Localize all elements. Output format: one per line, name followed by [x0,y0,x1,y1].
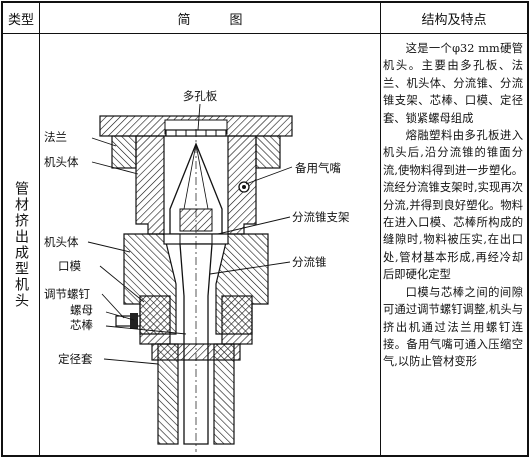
label-spreader-support: 分流锥支架 [292,210,350,224]
label-head-body-top: 机头体 [44,155,79,169]
sizing-sleeve-shape [151,343,241,445]
label-nut: 螺母 [70,303,93,317]
label-die: 口模 [58,259,81,273]
label-mandrel: 芯棒 [70,318,93,332]
features-text: 这是一个φ32 mm硬管机头。主要由多孔板、法兰、机头体、分流锥、分流锥支架、芯… [383,40,523,371]
leader-lines [87,103,293,365]
die-head-diagram: 多孔板 法兰 机头体 备用气嘴 分流锥支架 机头体 分流锥 口模 调节螺钉 螺母… [44,89,350,452]
header-divider [3,33,527,34]
column-divider-2 [380,3,381,455]
label-sizing-sleeve: 定径套 [58,352,93,366]
label-porous-plate: 多孔板 [183,89,218,103]
label-spreader: 分流锥 [292,255,327,269]
column-divider-1 [39,3,40,455]
header-diagram: 简 图 [177,12,243,28]
features-paragraph-1: 这是一个φ32 mm硬管机头。主要由多孔板、法兰、机头体、分流锥、分流锥支架、芯… [383,42,523,125]
type-name: 管材挤出成型机头 [13,180,29,309]
spare-nozzle-shape [238,181,250,193]
label-spare-nozzle: 备用气嘴 [295,161,341,175]
label-adjust-screw: 调节螺钉 [44,287,90,301]
label-flange: 法兰 [44,130,67,144]
features-paragraph-2: 熔融塑料由多孔板进入机头后,沿分流锥的锥面分流,使物料得到进一步塑化。流经分流锥… [383,129,523,282]
adjust-screw-shape [115,313,141,329]
header-type: 类型 [7,12,34,28]
header-features: 结构及特点 [421,12,487,28]
features-paragraph-3: 口模与芯棒之间的间隙可通过调节螺钉调整,机头与挤出机通过法兰用螺钉连接。备用气嘴… [383,285,523,369]
label-head-body-lower: 机头体 [44,235,79,249]
type-cell: 管材挤出成型机头 [3,34,39,455]
